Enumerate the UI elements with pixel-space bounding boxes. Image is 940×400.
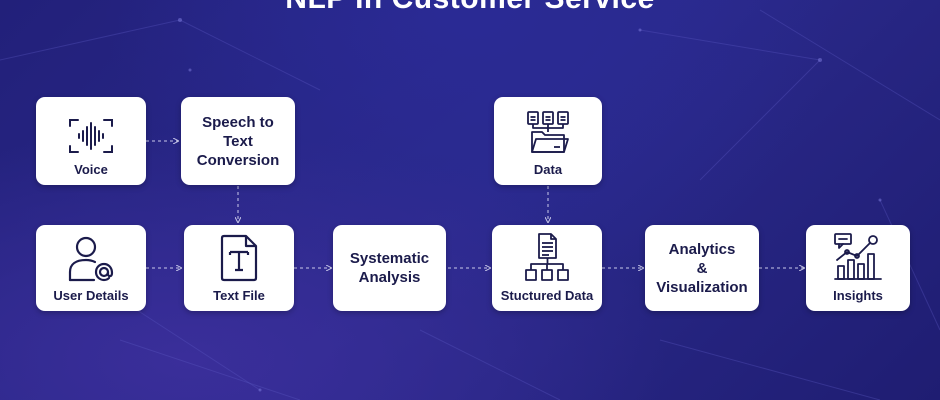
node-speech-to-text-label: Speech to Text Conversion [196,113,280,169]
node-speech-to-text: Speech to Text Conversion [181,97,295,185]
node-user-details: User Details [36,225,146,311]
node-analytics-visualization: Analytics & Visualization [645,225,759,311]
node-insights: Insights [806,225,910,311]
node-text-file-label: Text File [213,288,265,303]
node-data: Data [494,97,602,185]
node-voice: Voice [36,97,146,185]
node-analytics-visualization-label: Analytics & Visualization [656,240,748,296]
folder-documents-icon [527,111,569,153]
node-user-details-label: User Details [53,288,129,303]
node-structured-data-label: Stuctured Data [500,288,594,303]
node-voice-label: Voice [74,162,108,177]
node-insights-label: Insights [833,288,883,303]
user-email-icon [68,236,114,282]
node-systematic-analysis: Systematic Analysis [333,225,446,311]
chart-insights-icon [834,233,882,280]
voice-waveform-icon [69,119,113,153]
node-systematic-analysis-label: Systematic Analysis [349,250,430,286]
node-structured-data: Stuctured Data [492,225,602,311]
text-file-icon [220,234,258,282]
page-title: NLP In Customer Service [0,0,940,16]
node-data-label: Data [533,162,563,177]
node-text-file: Text File [184,225,294,311]
document-hierarchy-icon [525,233,569,281]
